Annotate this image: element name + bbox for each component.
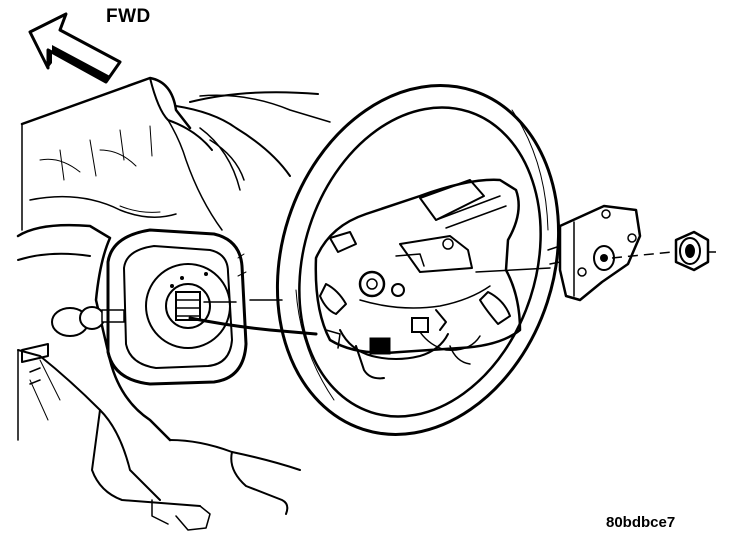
fwd-label: FWD bbox=[106, 6, 151, 27]
steering-wheel-hub bbox=[314, 178, 551, 380]
airbag-bracket bbox=[547, 204, 642, 302]
steering-column bbox=[16, 223, 301, 531]
steering-wheel-rim bbox=[275, 84, 561, 436]
instrument-panel bbox=[20, 76, 331, 231]
clockspring bbox=[106, 228, 318, 386]
retaining-nut bbox=[674, 230, 710, 272]
fwd-direction-arrow bbox=[28, 12, 122, 84]
alignment-centerline bbox=[611, 251, 716, 259]
figure-id-label: 80bdbce7 bbox=[606, 514, 676, 531]
